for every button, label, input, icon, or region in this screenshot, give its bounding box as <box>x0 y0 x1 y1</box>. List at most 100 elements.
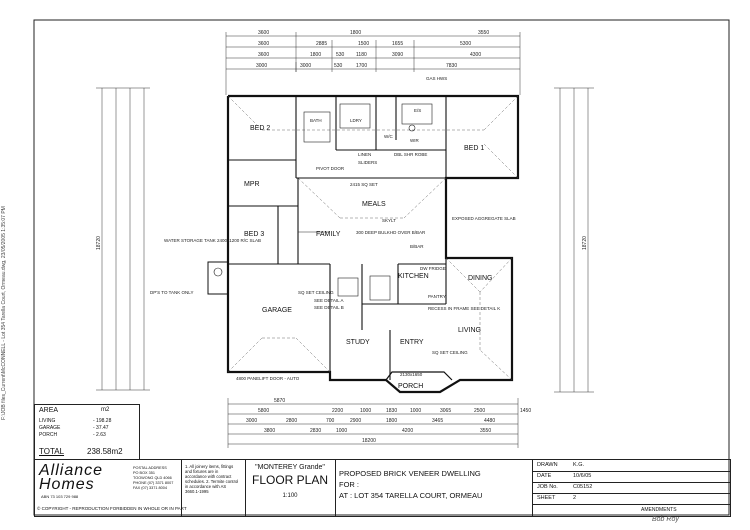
dim-top-2e: 5300 <box>460 41 471 47</box>
note-water-tank: WATER STORAGE TANK 2400x1200 R/C SLAB <box>164 238 261 243</box>
note-skylt: SKYLT <box>382 218 396 223</box>
meta-key: SHEET <box>537 495 556 501</box>
meta-sheet: SHEET 2 <box>533 493 731 505</box>
dim-bot-3a: 3800 <box>264 428 275 434</box>
notes-cell: 1. All joinery items, fittings and fixtu… <box>181 460 246 516</box>
area-row-label: GARAGE <box>39 425 61 431</box>
room-wc: W/C <box>384 134 393 139</box>
dim-bot-1i: 1450 <box>520 408 531 414</box>
dim-bot-1d: 1000 <box>360 408 371 414</box>
porch-bay <box>385 371 453 381</box>
area-row-value: - 37.47 <box>93 425 109 431</box>
dim-bot-1e: 1830 <box>386 408 397 414</box>
general-notes: 1. All joinery items, fittings and fixtu… <box>185 464 239 494</box>
dim-top-2d: 1655 <box>392 41 403 47</box>
area-title: AREA <box>39 407 59 414</box>
note-bulkhead: 300 DEEP BULKHD OVER B/BAR <box>356 230 426 235</box>
postal-line: TOOWONG QLD 4066 <box>133 476 172 480</box>
room-es: E/S <box>414 108 421 113</box>
project-line3: AT : LOT 354 TARELLA COURT, ORMEAU <box>339 491 483 500</box>
signature: Bob Roy <box>652 516 679 523</box>
title-block: Alliance Homes ABN 73 103 729 988 POSTAL… <box>34 459 731 517</box>
roof-lines <box>227 95 519 381</box>
amendments-label: AMENDMENTS <box>641 507 677 513</box>
area-unit: m2 <box>101 407 110 413</box>
area-row-garage: GARAGE - 37.47 <box>39 425 135 431</box>
fixtures <box>298 103 433 301</box>
room-porch: PORCH <box>398 383 423 390</box>
note-gas-hws: GAS HWS <box>426 76 447 81</box>
postal-line: POSTAL ADDRESS <box>133 466 167 470</box>
dim-top-3f: 4300 <box>470 52 481 58</box>
meta-key: DRAWN <box>537 462 558 468</box>
side-dimensions <box>96 87 594 393</box>
room-entry: ENTRY <box>400 339 424 346</box>
room-wir: WIR <box>410 138 419 143</box>
note-exposed-slab: EXPOSED AGGREGATE SLAB <box>452 216 516 221</box>
area-row-living: LIVING - 198.28 <box>39 418 135 424</box>
room-bed1: BED 1 <box>464 145 484 152</box>
company-logo: Alliance Homes <box>39 462 104 493</box>
dim-bot-1g: 3065 <box>440 408 451 414</box>
project-line1: PROPOSED BRICK VENEER DWELLING <box>339 469 481 478</box>
note-dps: DP'S TO TANK ONLY <box>150 290 193 295</box>
company-cell: Alliance Homes ABN 73 103 729 988 POSTAL… <box>35 460 187 516</box>
room-dining: DINING <box>468 275 493 282</box>
internal-walls <box>228 96 447 380</box>
room-ldry: LDRY <box>350 118 362 123</box>
dim-bot-1h: 2500 <box>474 408 485 414</box>
logo-line2: Homes <box>39 476 95 493</box>
dim-bot-2d: 2900 <box>350 418 361 424</box>
area-row-value: - 198.28 <box>93 418 112 424</box>
dim-top-4b: 3000 <box>300 63 311 69</box>
dim-top-4e: 7830 <box>446 63 457 69</box>
area-row-label: LIVING <box>39 418 56 424</box>
note-ceiling-2415: 2415 SQ SET <box>350 182 378 187</box>
room-meals: MEALS <box>362 201 386 208</box>
dim-bot-2g: 4480 <box>484 418 495 424</box>
meta-drawn: DRAWN K.G. <box>533 460 731 472</box>
note-pivot-door: PIVOT DOOR <box>316 166 345 171</box>
sheet-border <box>33 19 730 516</box>
room-pantry: PANTRY <box>428 294 446 299</box>
dim-top-2a: 3600 <box>258 41 269 47</box>
room-bath: BATH <box>310 118 322 123</box>
plan-scale: 1:100 <box>282 493 298 499</box>
note-window-2130: 2130x1650 <box>400 372 423 377</box>
room-study: STUDY <box>346 339 370 346</box>
dim-top-4a: 3000 <box>256 63 267 69</box>
company-postal: POSTAL ADDRESS PO BOX 351 TOOWONG QLD 40… <box>133 466 173 491</box>
plan-title: FLOOR PLAN <box>251 473 329 487</box>
meta-value: K.G. <box>573 462 585 468</box>
area-total-label: TOTAL <box>39 447 65 456</box>
dim-bot-2e: 1800 <box>386 418 397 424</box>
drawing-meta: DRAWN K.G. DATE 10/6/05 JOB No. C05152 S… <box>532 460 731 516</box>
meta-job: JOB No. C05152 <box>533 482 731 494</box>
note-dw-fridge: DW FRIDGE <box>420 266 446 271</box>
plan-name-cell: "MONTEREY Grande" FLOOR PLAN 1:100 <box>245 460 336 516</box>
meta-key: JOB No. <box>537 484 558 490</box>
dim-bot-1f: 1000 <box>410 408 421 414</box>
dim-bot-2a: 3000 <box>246 418 257 424</box>
postal-line: PHONE (07) 3371 8007 <box>133 481 174 485</box>
postal-line: FAX (07) 3371 8004 <box>133 486 167 490</box>
logo-line1: Alliance <box>39 462 104 479</box>
company-abn: ABN 73 103 729 988 <box>41 494 79 499</box>
dim-top-3b: 1800 <box>310 52 321 58</box>
note-recess: RECESS IN FRAME SEE DETAIL K <box>428 306 500 311</box>
note-bbar: B/BAR <box>410 244 424 249</box>
dim-bot-2b: 2800 <box>286 418 297 424</box>
meta-value: 10/6/05 <box>573 473 592 479</box>
project-description: PROPOSED BRICK VENEER DWELLING FOR : AT … <box>339 468 482 501</box>
dim-bot-2f: 3465 <box>432 418 443 424</box>
note-panelift: 4800 PANELIFT DOOR - AUTO <box>236 376 300 381</box>
plan-model: "MONTEREY Grande" <box>255 464 325 471</box>
dim-right-overall: 18720 <box>582 236 588 250</box>
area-row-value: - 2.63 <box>93 432 106 438</box>
room-kitchen: KITCHEN <box>398 273 429 280</box>
dim-top-1b: 1800 <box>350 30 361 36</box>
dim-bot-3e: 3550 <box>480 428 491 434</box>
dim-bot-overall: 18200 <box>362 438 376 444</box>
note-set-ceiling-garage: SQ SET CEILING <box>298 290 334 295</box>
